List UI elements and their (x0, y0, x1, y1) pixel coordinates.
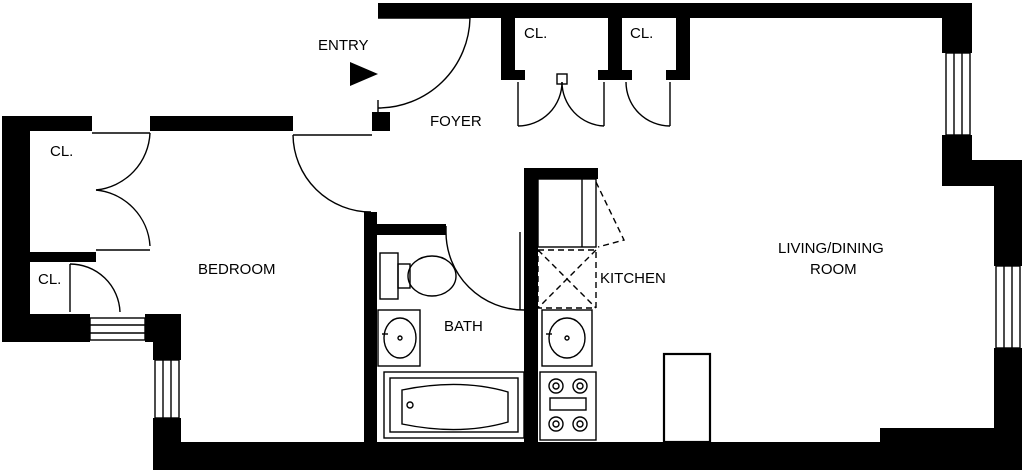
windows (89, 52, 1021, 419)
triangle-right-icon (350, 62, 378, 86)
closet-label: CL. (38, 271, 61, 288)
kitchen-label: KITCHEN (600, 270, 666, 287)
doors (69, 17, 671, 313)
room-labels: ENTRY FOYER CL. CL. CL. CL. BEDROOM BATH… (38, 25, 884, 335)
closet-label: CL. (50, 143, 73, 160)
walls (2, 3, 1022, 470)
room-label: ROOM (810, 261, 857, 278)
entry-label: ENTRY (318, 37, 369, 54)
living-dining-label: LIVING/DINING (778, 240, 884, 257)
bedroom-label: BEDROOM (198, 261, 276, 278)
foyer-label: FOYER (430, 113, 482, 130)
bath-fixtures (377, 252, 525, 439)
closet-label: CL. (524, 25, 547, 42)
kitchen-fixtures (537, 178, 712, 444)
closet-label: CL. (630, 25, 653, 42)
bath-label: BATH (444, 318, 483, 335)
